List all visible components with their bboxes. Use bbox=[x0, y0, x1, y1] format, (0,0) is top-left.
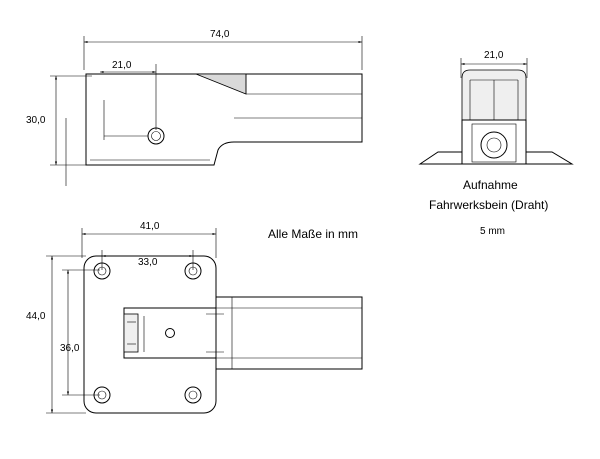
mount-hole-bottom-right bbox=[184, 386, 202, 404]
mount-hole-bottom-right-inner bbox=[188, 390, 198, 400]
mount-hole-top-right bbox=[184, 262, 202, 280]
top-hole-y-label: 36,0 bbox=[60, 343, 80, 354]
side-hole-inner bbox=[151, 131, 161, 141]
side-hole-outer bbox=[147, 127, 165, 145]
holder-end-cap bbox=[123, 313, 139, 353]
front-bore-outer bbox=[480, 131, 508, 159]
front-flange-right bbox=[525, 151, 574, 165]
dim-length-label: 74,0 bbox=[210, 29, 230, 40]
front-flange-left bbox=[418, 151, 463, 165]
front-bore-housing bbox=[471, 123, 517, 163]
base-plate bbox=[83, 255, 217, 414]
front-bore-inner bbox=[486, 137, 502, 153]
mount-hole-bottom-left-inner bbox=[97, 390, 107, 400]
top-width-label: 41,0 bbox=[140, 221, 160, 232]
wedge-slot bbox=[195, 73, 247, 95]
front-view: 21,0 bbox=[418, 50, 574, 165]
side-view: 74,0 21,0 30,0 bbox=[26, 29, 363, 186]
caption-wire-size: 5 mm bbox=[480, 226, 505, 237]
mount-hole-top-left bbox=[93, 262, 111, 280]
mount-hole-top-right-inner bbox=[188, 266, 198, 276]
front-width-label: 21,0 bbox=[484, 50, 504, 61]
wire-tube bbox=[215, 296, 363, 370]
mount-hole-bottom-left bbox=[93, 386, 111, 404]
top-hole-x-label: 33,0 bbox=[138, 257, 158, 268]
mount-hole-top-left-inner bbox=[97, 266, 107, 276]
side-body-outline bbox=[85, 73, 363, 166]
holder-screw-hole bbox=[165, 328, 175, 338]
dim-hole-offset-label: 21,0 bbox=[112, 60, 132, 71]
dim-height-label: 30,0 bbox=[26, 115, 46, 126]
front-lower-block bbox=[461, 119, 527, 165]
top-height-label: 44,0 bbox=[26, 311, 46, 322]
top-view: 41,0 33,0 44,0 36,0 bbox=[26, 221, 363, 414]
caption-units-note: Alle Maße in mm bbox=[268, 227, 358, 241]
caption-title-line2: Fahrwerksbein (Draht) bbox=[429, 198, 548, 212]
caption-title-line1: Aufnahme bbox=[463, 178, 518, 192]
